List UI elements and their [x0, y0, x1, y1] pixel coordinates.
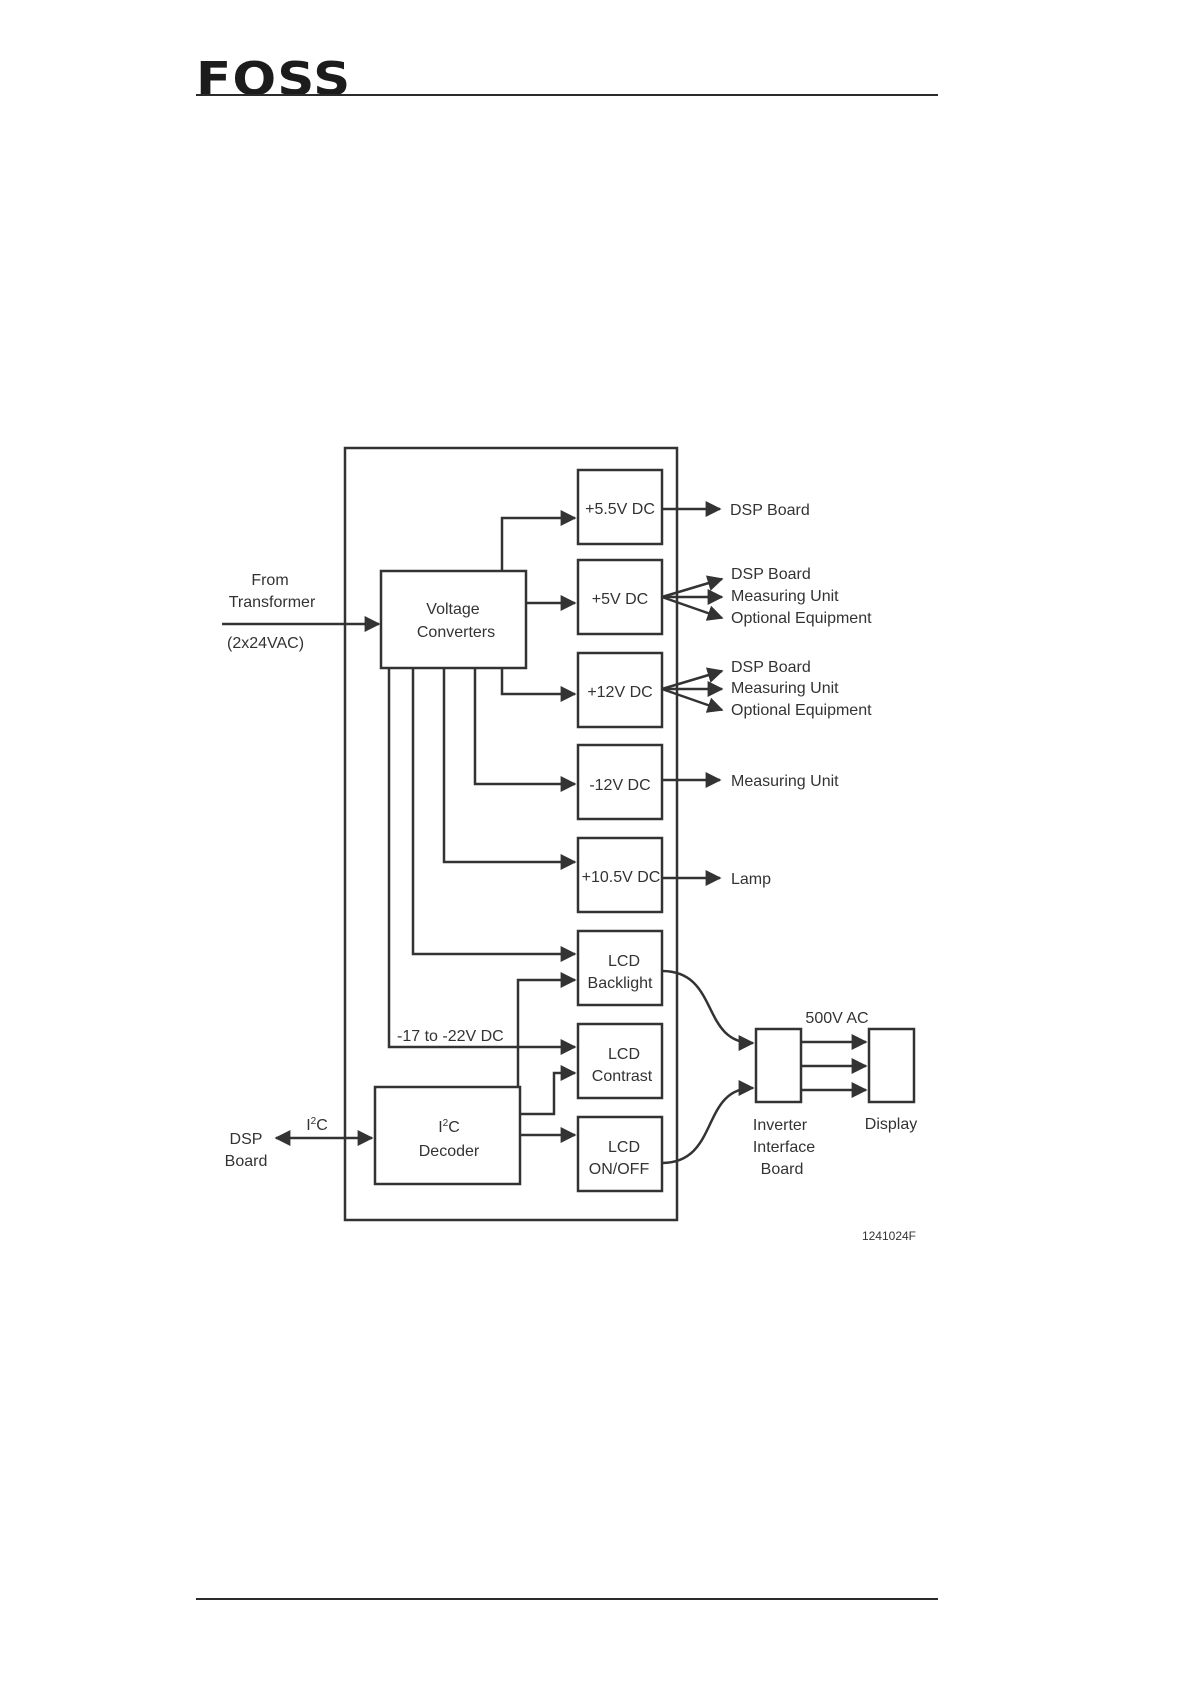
vc-to-vneg12-line: [473, 668, 577, 792]
vc-to-v10-5-line: [442, 668, 577, 870]
vc-to-v12-line: [500, 668, 577, 702]
v12-output-arrow-1: [661, 667, 724, 691]
v5-5-block: [576, 468, 664, 546]
vc-to-backlight-line: [411, 668, 577, 962]
voltage-converters-block: [379, 569, 528, 670]
dsp-board-label-line1: DSP: [230, 1131, 263, 1148]
voltage-converters-label-line1: Voltage: [426, 601, 479, 618]
decoder-label-line1: I2C: [438, 1118, 460, 1136]
backlight-label-line2: Backlight: [588, 975, 653, 992]
v12-label: +12V DC: [587, 684, 652, 701]
inverter-label-line1: Inverter: [753, 1117, 808, 1134]
vneg12-block: [576, 743, 664, 821]
v12-dest-label-2: Measuring Unit: [731, 680, 839, 697]
decoder-label-line2: Decoder: [419, 1143, 480, 1160]
inverter-label-line3: Board: [761, 1161, 804, 1178]
inverter-output-label: 500V AC: [805, 1010, 868, 1027]
display-label: Display: [865, 1116, 917, 1133]
onoff-label-line2: ON/OFF: [589, 1161, 650, 1178]
v5-5-dest-label: DSP Board: [730, 502, 810, 519]
figure-id-label: 1241024F: [862, 1229, 916, 1243]
vneg12-dest-label: Measuring Unit: [731, 773, 839, 790]
voltage-converters-label-line2: Converters: [417, 624, 495, 641]
footer-rule: [196, 1598, 938, 1600]
onoff-label-line1: LCD: [608, 1139, 640, 1156]
backlight-label-line1: LCD: [608, 953, 640, 970]
v5-output-arrow-1: [661, 575, 724, 599]
decoder-to-backlight-line: [516, 972, 577, 1087]
i2c-bus-label: I2C: [306, 1116, 328, 1134]
transformer-label-line2: Transformer: [229, 594, 316, 611]
v5-output-arrow-3: [661, 595, 724, 621]
v12-dest-label-1: DSP Board: [731, 659, 811, 676]
v10-5-dest-label: Lamp: [731, 871, 771, 888]
lcd-onoff-block: [576, 1115, 664, 1193]
decoder-to-contrast-line: [520, 1065, 577, 1116]
contrast-supply-label: -17 to -22V DC: [397, 1028, 504, 1045]
v5-5-label: +5.5V DC: [585, 501, 655, 518]
lcd-contrast-block: [576, 1022, 664, 1100]
vc-to-contrast-line: [387, 668, 577, 1055]
vc-to-v5-5-line: [500, 510, 577, 571]
power-supply-board-outline: [343, 446, 679, 1222]
v10-5-block: [576, 836, 664, 914]
v5-dest-label-2: Measuring Unit: [731, 588, 839, 605]
v12-output-arrow-3: [661, 687, 724, 713]
inverter-board-block: [754, 1027, 803, 1104]
v5-dest-label-3: Optional Equipment: [731, 610, 872, 627]
backlight-to-inverter-curve: [661, 969, 755, 1051]
v5-label: +5V DC: [592, 591, 648, 608]
inverter-label-line2: Interface: [753, 1139, 815, 1156]
transformer-label-line1: From: [251, 572, 288, 589]
contrast-label-line1: LCD: [608, 1046, 640, 1063]
v5-dest-label-1: DSP Board: [731, 566, 811, 583]
onoff-to-inverter-curve: [661, 1080, 755, 1165]
dsp-board-label-line2: Board: [225, 1153, 268, 1170]
vneg12-label: -12V DC: [589, 777, 650, 794]
v10-5-label: +10.5V DC: [582, 869, 661, 886]
transformer-rating-label: (2x24VAC): [227, 635, 304, 652]
v12-dest-label-3: Optional Equipment: [731, 702, 872, 719]
lcd-backlight-block: [576, 929, 664, 1007]
header-rule: [196, 94, 938, 96]
display-block: [867, 1027, 916, 1104]
contrast-label-line2: Contrast: [592, 1068, 653, 1085]
